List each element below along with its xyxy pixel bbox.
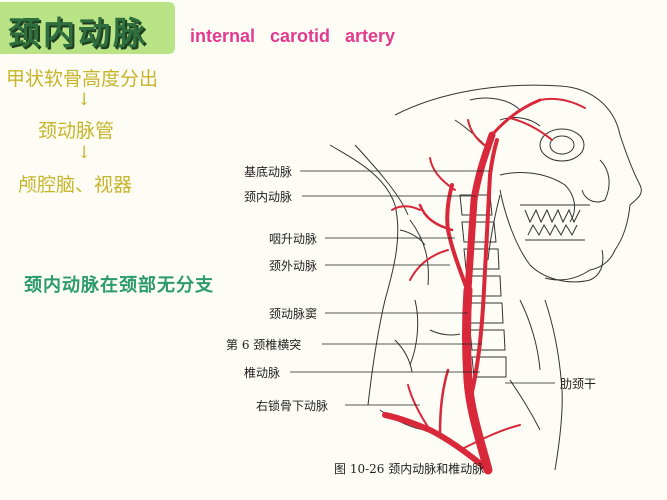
flow-arrow-1: ↓ [77, 90, 92, 110]
flow-step-destination: 颅腔脑、视器 [18, 174, 133, 196]
cervical-vertebrae [459, 194, 507, 378]
label-right-subclavian: 右锁骨下动脉 [256, 399, 329, 413]
title-banner: 颈内动脉 [0, 2, 175, 54]
label-internal-carotid: 颈内动脉 [244, 190, 293, 204]
label-carotid-sinus: 颈动脉窦 [269, 307, 318, 321]
label-ascending-pharyngeal: 咽升动脉 [269, 232, 318, 246]
note-no-branches: 颈内动脉在颈部无分支 [24, 275, 214, 296]
upper-teeth [524, 208, 581, 224]
vertebral-artery [468, 138, 499, 402]
neck-contour [329, 144, 399, 406]
external-carotid-artery [445, 183, 470, 294]
label-basilar-artery: 基底动脉 [244, 165, 293, 179]
label-vertebral-artery: 椎动脉 [244, 366, 281, 380]
label-costocervical-trunk: 肋颈干 [560, 377, 597, 391]
skull-outline [394, 84, 642, 271]
mandible [499, 189, 604, 283]
figure-caption: 图 10-26 颈内动脉和椎动脉 [334, 462, 485, 476]
common-carotid-artery [462, 285, 493, 475]
page-title: 颈内动脉 [8, 14, 149, 52]
flow-step-canal: 颈动脉管 [38, 120, 115, 142]
internal-carotid-artery [464, 131, 496, 294]
label-external-carotid: 颈外动脉 [269, 259, 318, 273]
english-title: internal carotid artery [190, 26, 396, 46]
lower-teeth [527, 223, 578, 237]
flow-arrow-2: ↓ [77, 143, 92, 163]
flow-step-origin: 甲状软骨高度分出 [6, 68, 159, 90]
arteries [382, 97, 586, 475]
orbit [539, 128, 585, 162]
label-c6-transverse-process: 第 6 颈椎横突 [226, 338, 302, 352]
